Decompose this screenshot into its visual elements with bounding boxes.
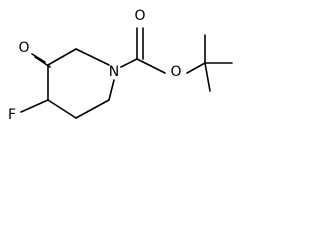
bond-ketone-2 — [31, 53, 46, 63]
bond-c2-n — [75, 48, 110, 66]
structure-diagram: O N F O O — [8, 8, 233, 123]
bond-carbonyl-ester-o — [136, 58, 166, 74]
bond-c4-c5 — [47, 99, 77, 119]
bond-n-carbonyl-carbon — [120, 58, 138, 68]
bond-c2-c3 — [47, 48, 77, 66]
atom-nitrogen: N — [109, 64, 119, 80]
bond-ester-o-tbu — [186, 62, 206, 74]
atom-oxygen-carbonyl: O — [134, 8, 145, 24]
bond-tbu-methyl-bottom — [204, 62, 211, 92]
bond-c4-f — [20, 99, 49, 113]
bond-c5-c6 — [75, 99, 110, 119]
atom-oxygen-ketone: O — [18, 40, 29, 56]
bond-c6-n — [108, 79, 115, 101]
atom-oxygen-ester: O — [170, 64, 181, 80]
bond-ketone-1 — [34, 56, 51, 68]
molecule-canvas: O N F O O — [0, 0, 254, 138]
atom-fluorine: F — [8, 107, 16, 123]
